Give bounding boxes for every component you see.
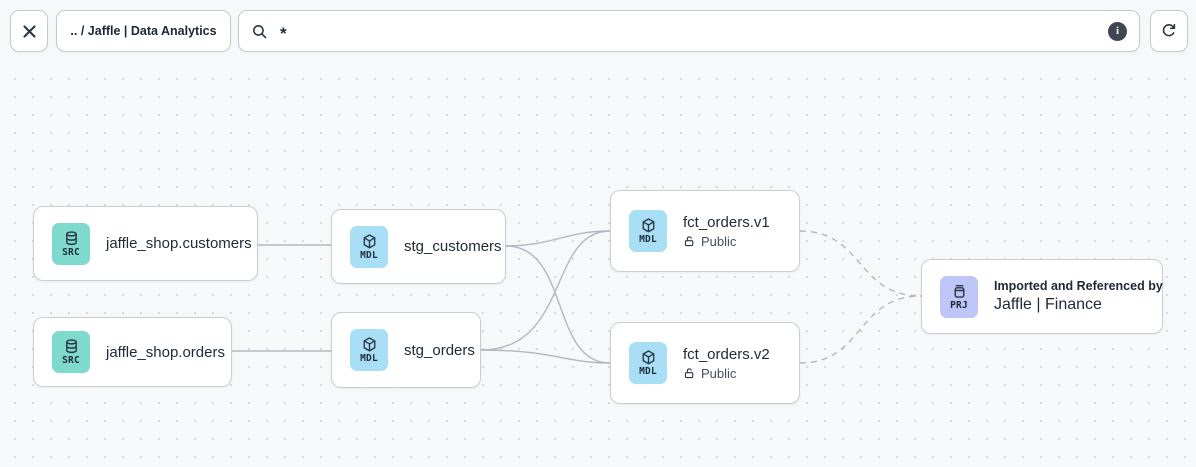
badge-label: SRC bbox=[62, 355, 80, 367]
lock-open-icon bbox=[684, 367, 694, 378]
source-badge: SRC bbox=[52, 331, 90, 373]
cube-icon bbox=[642, 350, 654, 365]
node-stg-customers[interactable]: MDL stg_customers bbox=[331, 209, 506, 284]
info-icon[interactable]: i bbox=[1108, 21, 1127, 41]
breadcrumb[interactable]: .. / Jaffle | Data Analytics bbox=[56, 10, 231, 52]
close-button[interactable] bbox=[10, 10, 48, 52]
database-icon bbox=[65, 231, 77, 245]
model-badge: MDL bbox=[350, 329, 388, 371]
project-badge: PRJ bbox=[940, 275, 978, 318]
info-glyph: i bbox=[1115, 25, 1120, 37]
refresh-icon bbox=[1162, 23, 1176, 37]
node-label: Jaffle | Finance bbox=[994, 296, 1102, 313]
badge-label: MDL bbox=[639, 366, 657, 378]
badge-label: MDL bbox=[360, 249, 378, 261]
node-stg-orders[interactable]: MDL stg_orders bbox=[331, 312, 481, 388]
cube-icon bbox=[363, 337, 375, 352]
node-label: fct_orders.v2 bbox=[683, 345, 770, 363]
node-jaffle-shop-customers[interactable]: SRC jaffle_shop.customers bbox=[33, 206, 258, 281]
close-icon bbox=[22, 24, 36, 38]
jar-icon bbox=[954, 284, 964, 298]
model-badge: MDL bbox=[629, 210, 667, 252]
node-sublabel: Imported and Referenced by bbox=[994, 279, 1163, 293]
node-text: fct_orders.v2 Public bbox=[683, 346, 770, 381]
badge-label: PRJ bbox=[950, 299, 968, 311]
model-badge: MDL bbox=[629, 342, 667, 384]
node-label: jaffle_shop.customers bbox=[106, 235, 252, 252]
cube-icon bbox=[363, 234, 375, 249]
node-fct-orders-v2[interactable]: MDL fct_orders.v2 Public bbox=[610, 322, 800, 404]
breadcrumb-label: .. / Jaffle | Data Analytics bbox=[70, 24, 217, 38]
access-row: Public bbox=[683, 366, 770, 381]
node-label: stg_orders bbox=[404, 341, 475, 359]
node-label: jaffle_shop.orders bbox=[106, 343, 225, 361]
search-bar[interactable]: i bbox=[238, 10, 1140, 52]
node-text: Imported and Referenced by Jaffle | Fina… bbox=[994, 279, 1163, 314]
node-text: fct_orders.v1 Public bbox=[683, 214, 770, 249]
node-fct-orders-v1[interactable]: MDL fct_orders.v1 Public bbox=[610, 190, 800, 272]
badge-label: SRC bbox=[62, 246, 80, 258]
node-label: stg_customers bbox=[404, 238, 502, 255]
search-input[interactable] bbox=[278, 17, 1098, 45]
badge-label: MDL bbox=[639, 234, 657, 246]
lock-open-icon bbox=[684, 235, 694, 246]
source-badge: SRC bbox=[52, 222, 90, 265]
access-row: Public bbox=[683, 234, 770, 249]
badge-label: MDL bbox=[360, 353, 378, 365]
search-icon bbox=[253, 24, 267, 38]
database-icon bbox=[65, 339, 77, 354]
node-jaffle-shop-orders[interactable]: SRC jaffle_shop.orders bbox=[33, 317, 232, 387]
access-label: Public bbox=[701, 233, 737, 249]
refresh-button[interactable] bbox=[1150, 10, 1188, 52]
cube-icon bbox=[642, 218, 654, 233]
node-label: fct_orders.v1 bbox=[683, 213, 770, 231]
access-label: Public bbox=[701, 365, 737, 381]
model-badge: MDL bbox=[350, 225, 388, 268]
node-project-jaffle-finance[interactable]: PRJ Imported and Referenced by Jaffle | … bbox=[921, 259, 1163, 334]
toolbar: .. / Jaffle | Data Analytics i bbox=[0, 0, 1196, 62]
